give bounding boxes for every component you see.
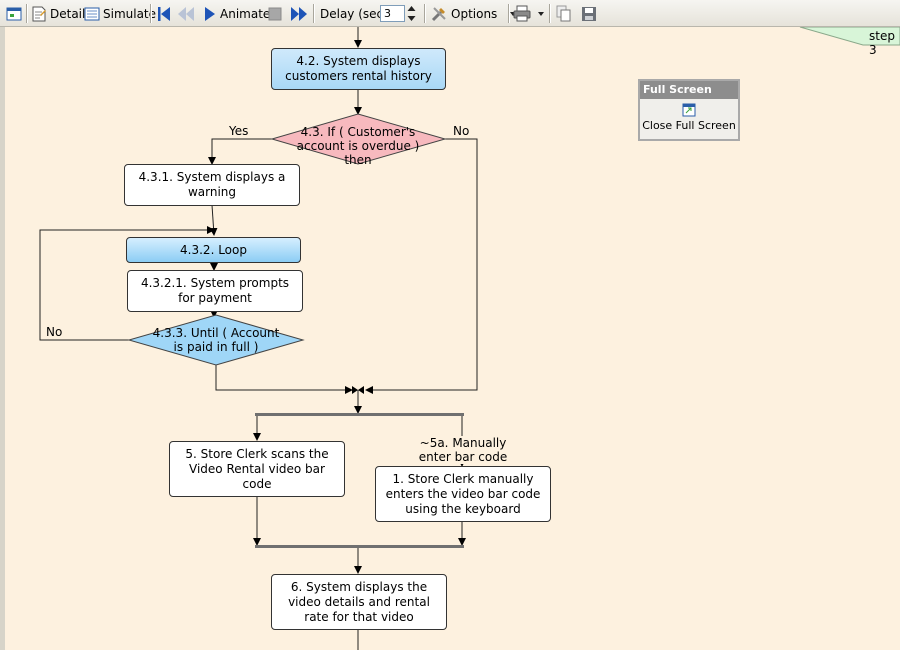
full-screen-title: Full Screen [640,81,738,99]
step-tab-shape [799,27,900,46]
merge-marker [352,386,364,394]
simulate-icon [84,7,100,20]
alt-5a-label: ~5a. Manually enter bar code [405,436,521,464]
node-1-text: 1. Store Clerk manually enters the video… [385,471,541,516]
delay-input[interactable] [380,5,405,22]
spinner-arrows-icon [407,6,416,21]
step-back-button[interactable] [177,3,195,24]
decision-until-text[interactable]: 4.3.3. Until ( Account is paid in full ) [152,326,280,354]
first-step-button[interactable] [156,3,172,24]
fast-forward-icon [291,6,307,21]
detail-icon [32,6,46,21]
node-4-3-1[interactable]: 4.3.1. System displays a warning [124,164,300,206]
decision-until-shape [127,314,305,366]
save-button[interactable] [581,3,597,24]
step-tab-label[interactable]: step 3 [869,29,895,57]
play-icon [205,6,215,21]
step-forward-button[interactable] [290,3,308,24]
join-bar [255,545,464,548]
skip-to-start-icon [158,6,170,21]
loop-no-label: No [46,325,63,339]
step-back-icon [178,6,194,21]
node-4-2-text: 4.2. System displays customers rental hi… [285,54,432,83]
diagram-icon [6,7,22,20]
node-4-3-2-1[interactable]: 4.3.2.1. System prompts for payment [127,270,303,312]
simulate-label: Simulate [103,6,157,21]
node-5-text: 5. Store Clerk scans the Video Rental vi… [185,446,329,491]
tools-icon [431,7,446,22]
close-full-screen-button[interactable]: Close Full Screen [640,103,738,132]
detail-button[interactable]: Detail [31,3,85,24]
close-full-screen-label: Close Full Screen [642,119,736,132]
save-icon [582,6,596,21]
left-scroll-strip [0,27,5,650]
simulate-button[interactable]: Simulate [84,3,156,24]
restore-window-icon [682,103,696,117]
detail-label: Detail [50,6,86,21]
copy-icon [556,5,571,22]
no-label: No [453,124,470,138]
node-1-manual-entry[interactable]: 1. Store Clerk manually enters the video… [375,466,551,522]
stop-icon [268,7,282,20]
animate-label: Animate [220,6,271,21]
stop-button[interactable] [267,3,283,24]
printer-icon [513,5,531,22]
node-6-text: 6. System displays the video details and… [288,579,430,624]
dropdown-arrow-icon [538,11,544,16]
node-5[interactable]: 5. Store Clerk scans the Video Rental vi… [169,441,345,497]
options-button[interactable]: Options [431,3,518,24]
connector-lines [39,27,900,650]
print-button[interactable] [513,3,546,24]
diagram-canvas[interactable]: 4.2. System displays customers rental hi… [5,27,900,650]
animate-button[interactable]: Animate [203,3,270,24]
copy-button[interactable] [556,3,572,24]
node-4-3-2-loop[interactable]: 4.3.2. Loop [126,237,301,263]
delay-label: Delay (sec) [320,3,388,24]
decision-overdue-shape [270,113,447,165]
decision-overdue-text[interactable]: 4.3. If ( Customer's account is overdue … [296,125,420,167]
node-4-2[interactable]: 4.2. System displays customers rental hi… [271,48,446,90]
delay-label-text: Delay (sec) [320,6,388,21]
yes-label: Yes [229,124,249,138]
toolbar: Detail Simulate Animate Delay (sec) Opti… [0,0,900,27]
options-label: Options [451,6,498,21]
delay-spinner[interactable] [405,4,418,23]
diagram-view-button[interactable] [6,3,22,24]
node-4-3-2-text: 4.3.2. Loop [180,242,247,257]
node-4-3-2-1-text: 4.3.2.1. System prompts for payment [140,276,290,305]
full-screen-panel: Full Screen Close Full Screen [638,79,740,141]
node-6[interactable]: 6. System displays the video details and… [271,574,447,630]
fork-bar [255,413,464,416]
node-4-3-1-text: 4.3.1. System displays a warning [138,170,286,199]
